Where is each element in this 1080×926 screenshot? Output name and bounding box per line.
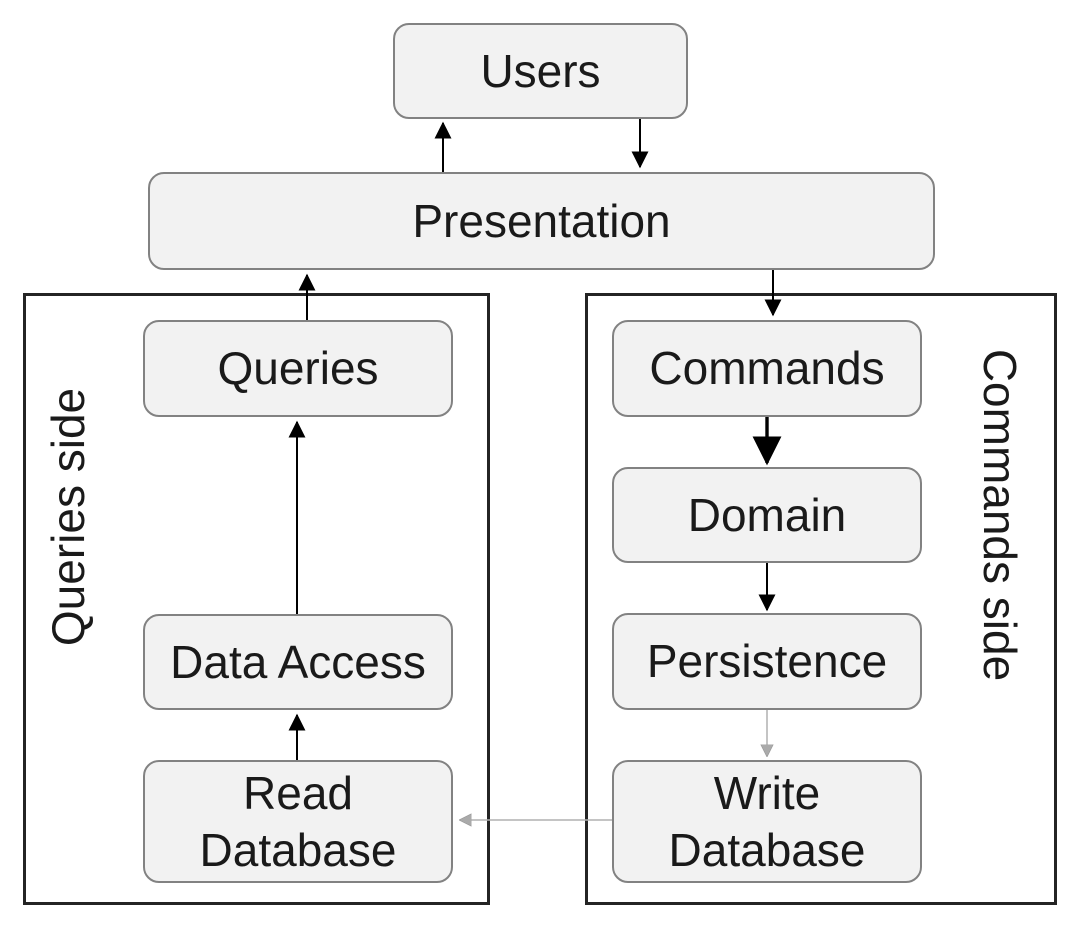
node-persistence-label: Persistence — [646, 635, 888, 688]
node-presentation-label: Presentation — [412, 194, 671, 247]
node-commands: Commands — [612, 320, 922, 417]
node-domain: Domain — [612, 467, 922, 563]
node-data-access-label: Data Access — [170, 635, 426, 688]
node-read-database-label: Read Database — [199, 767, 397, 876]
node-write-database: Write Database — [612, 760, 922, 883]
node-queries: Queries — [143, 320, 453, 417]
node-domain-label: Domain — [687, 488, 847, 541]
node-data-access: Data Access — [143, 614, 453, 710]
node-persistence: Persistence — [612, 613, 922, 710]
node-users: Users — [393, 23, 688, 119]
node-queries-label: Queries — [217, 342, 379, 395]
node-write-database-label: Write Database — [668, 767, 866, 876]
group-commands-side — [585, 293, 1057, 905]
node-presentation: Presentation — [148, 172, 935, 270]
node-read-database: Read Database — [143, 760, 453, 883]
node-commands-label: Commands — [649, 342, 885, 395]
node-users-label: Users — [480, 44, 601, 97]
group-label-commands-side: Commands side — [974, 348, 1026, 682]
group-label-queries-side: Queries side — [42, 387, 94, 647]
group-queries-side — [23, 293, 490, 905]
